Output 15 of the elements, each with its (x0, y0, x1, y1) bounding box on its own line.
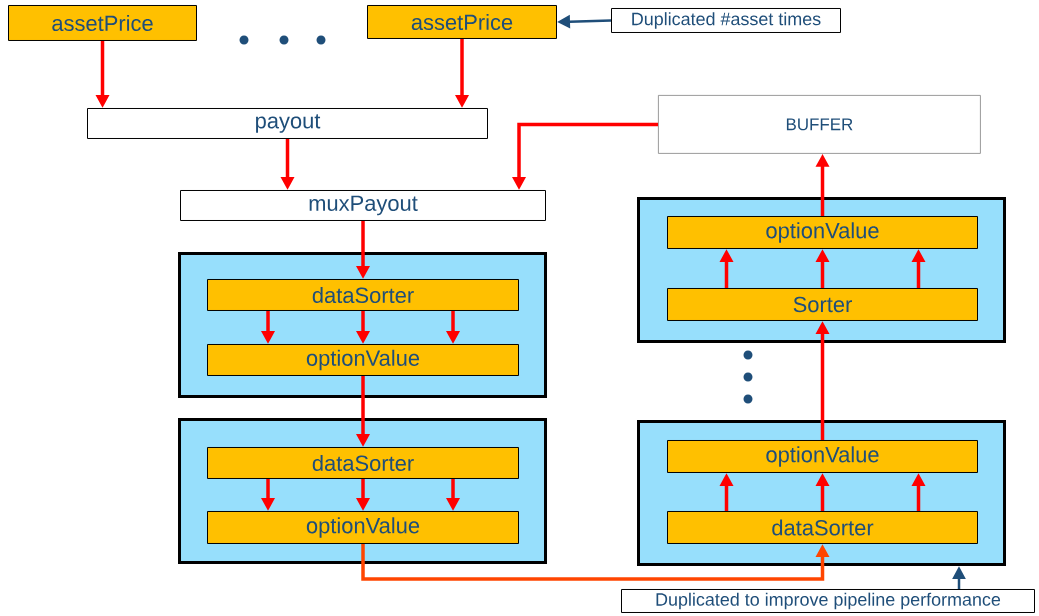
process-box: assetPrice (367, 5, 557, 39)
process-box: dataSorter (207, 279, 519, 311)
process-box: assetPrice (8, 5, 197, 41)
process-box: optionValue (667, 440, 978, 473)
process-box: optionValue (207, 344, 519, 376)
note-box: Duplicated #asset times (611, 8, 841, 33)
process-box: dataSorter (667, 511, 978, 544)
process-box: muxPayout (180, 190, 546, 221)
process-box: payout (87, 108, 488, 139)
buffer-box: BUFFER (658, 95, 981, 154)
process-box: dataSorter (207, 447, 519, 479)
process-box: optionValue (207, 511, 519, 544)
process-box: Sorter (667, 288, 978, 321)
note-box: Duplicated to improve pipeline performance (621, 589, 1035, 613)
process-box: optionValue (667, 216, 978, 249)
